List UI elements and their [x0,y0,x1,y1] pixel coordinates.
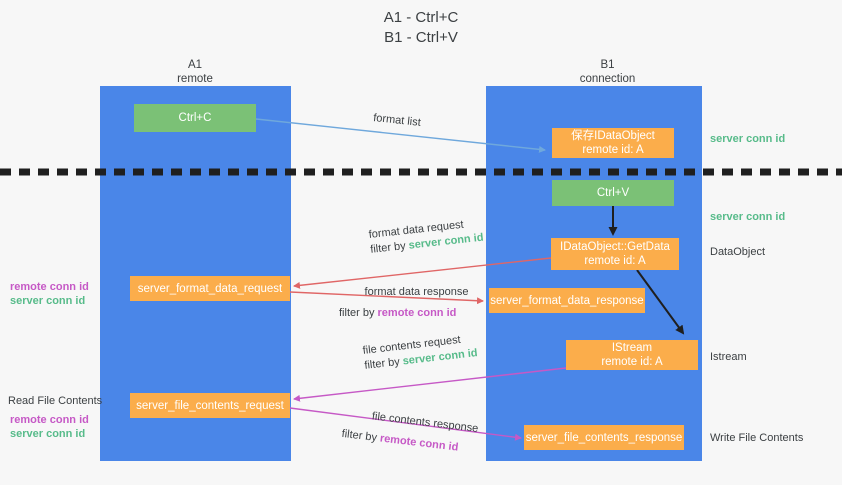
node-save-idataobject-line1: 保存IDataObject [571,130,655,142]
title-line-2: B1 - Ctrl+V [384,29,458,46]
node-server-format-data-request[interactable]: server_format_data_request [130,276,290,301]
node-istream-line2: remote id: A [601,356,663,368]
arrow-file-contents-request [293,367,567,402]
arrow-format-list [255,118,546,153]
edge-label-format-list-text: format list [372,111,422,129]
node-save-idataobject[interactable]: 保存IDataObject remote id: A [552,128,674,158]
column-b1-sub: connection [579,73,636,85]
title-line-1: A1 - Ctrl+C [383,9,459,26]
edge-label-format-data-response-text: format data response [364,286,469,298]
column-header-a1: A1 remote [120,58,270,86]
note-dataobject: DataObject [710,246,766,258]
note-write-file-contents: Write File Contents [710,432,804,444]
arrow-format-data-response [289,291,484,305]
filter-prefix: filter by [339,307,378,319]
node-server-file-contents-request[interactable]: server_file_contents_request [130,393,290,418]
note-server-conn-id-mid: server conn id [710,211,786,223]
note-server-conn-id-upper: server conn id [10,295,86,307]
edge-label-format-data-response: format data response filter by remote co… [339,285,494,321]
arrow-format-data-request [293,257,552,289]
diagram-title: A1 - Ctrl+C B1 - Ctrl+V [0,8,842,48]
edge-label-format-data-response-filter: filter by remote conn id [339,306,494,321]
filter-value-remote-conn-id: remote conn id [377,307,457,319]
node-server-format-data-request-label: server_format_data_request [137,282,283,295]
note-server-conn-id-lower: server conn id [10,428,86,440]
node-istream-line1: IStream [611,342,653,354]
filter-prefix: filter by [363,355,404,372]
column-a1-sub: remote [177,73,213,85]
node-istream[interactable]: IStream remote id: A [566,340,698,370]
filter-prefix: filter by [340,427,381,445]
node-save-idataobject-line2: remote id: A [582,144,644,156]
node-ctrl-v[interactable]: Ctrl+V [552,180,674,206]
note-read-file-contents: Read File Contents [8,395,103,407]
node-ctrl-c-label: Ctrl+C [178,112,212,124]
node-server-format-data-response-label: server_format_data_response [490,294,644,307]
note-remote-conn-id-lower: remote conn id [10,414,89,426]
column-header-b1: B1 connection [525,58,690,86]
note-remote-conn-id-upper: remote conn id [10,281,89,293]
node-ctrl-c[interactable]: Ctrl+C [134,104,256,132]
node-server-file-contents-response[interactable]: server_file_contents_response [524,425,684,450]
node-server-format-data-response[interactable]: server_format_data_response [489,288,645,313]
note-istream: Istream [710,351,747,363]
node-idataobject-getdata-line1: IDataObject::GetData [560,241,670,253]
node-idataobject-getdata-line2: remote id: A [584,255,646,267]
node-server-file-contents-response-label: server_file_contents_response [525,431,683,444]
filter-prefix: filter by [369,239,410,256]
column-b1-name: B1 [600,59,615,71]
node-idataobject-getdata[interactable]: IDataObject::GetData remote id: A [551,238,679,270]
arrow-getdata-to-istream [636,269,685,335]
column-a1-name: A1 [187,59,203,71]
node-server-file-contents-request-label: server_file_contents_request [136,399,284,412]
note-server-conn-id-top: server conn id [710,133,786,145]
arrow-file-contents-response [289,407,522,441]
node-ctrl-v-label: Ctrl+V [596,187,630,199]
